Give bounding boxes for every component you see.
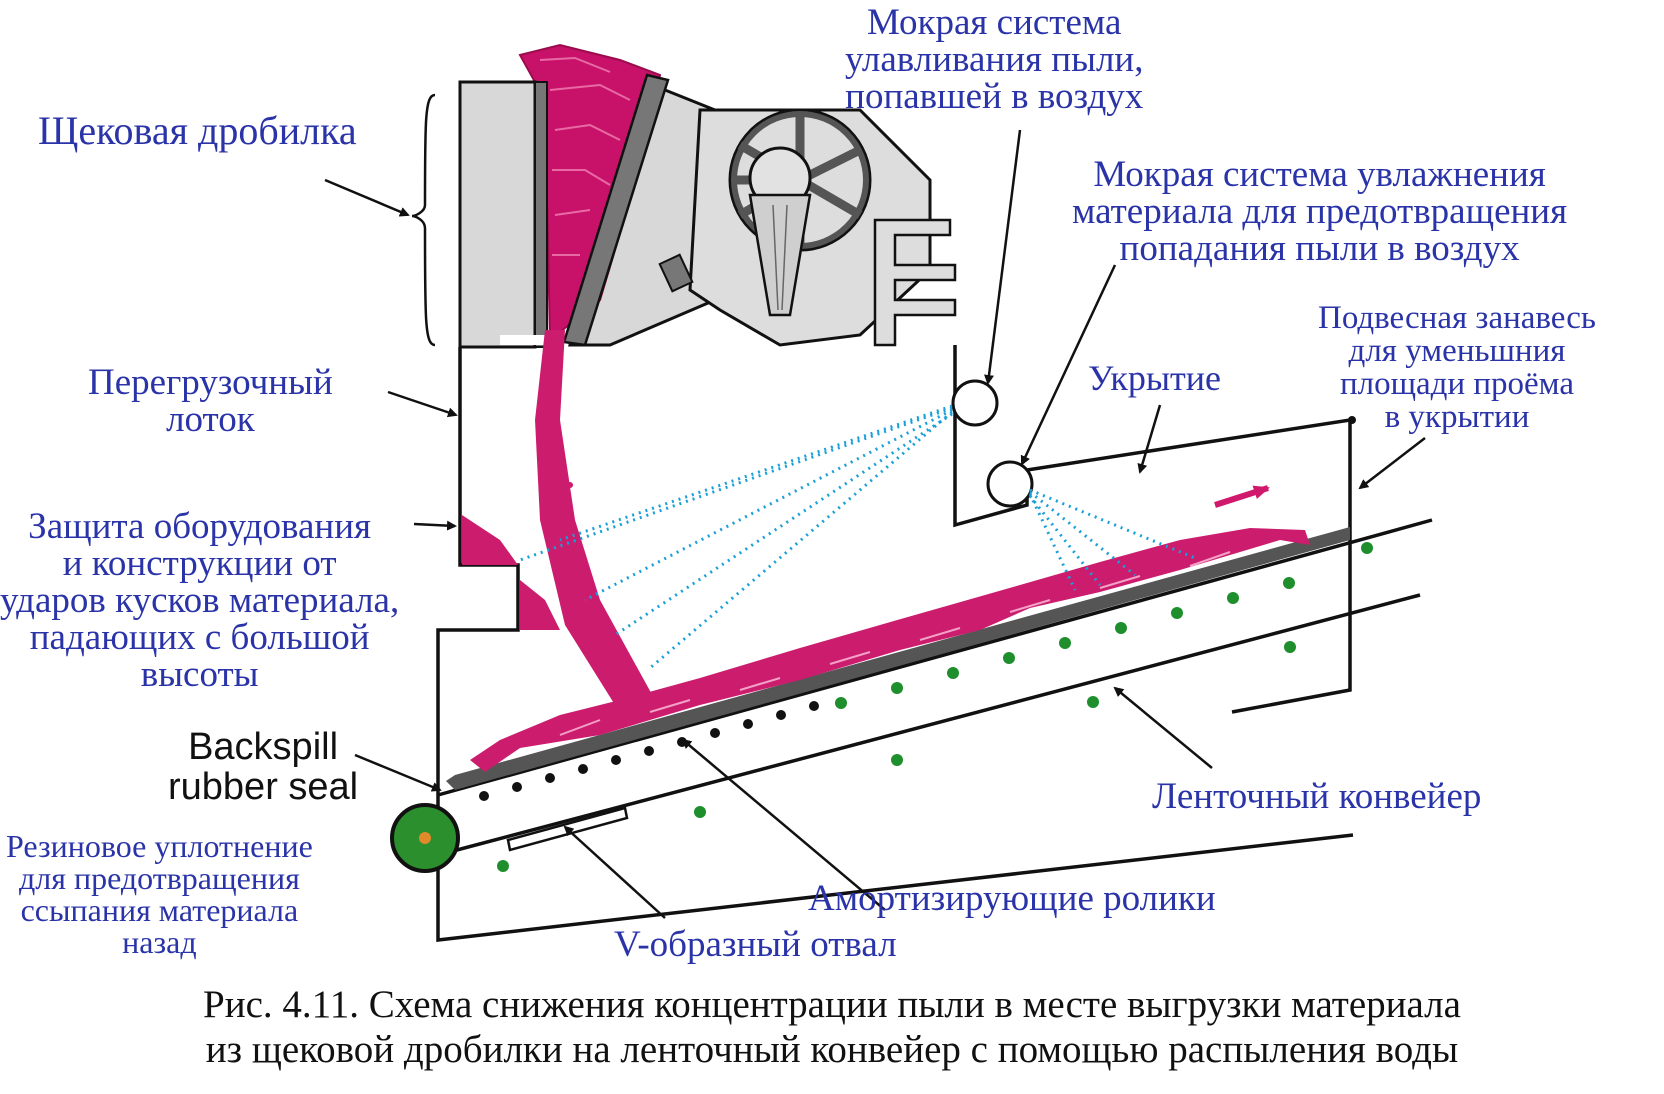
label-wet-humidification: Мокрая система увлажнения материала для …: [1072, 154, 1568, 269]
belt-conveyor: [390, 518, 1433, 873]
water-spray: [519, 404, 1196, 670]
label-jaw-crusher: Щековая дробилка: [38, 108, 357, 153]
label-wet-dust-capture: Мокрая система улавливания пыли, попавше…: [845, 2, 1144, 117]
leader-lines: [324, 93, 1426, 919]
falling-material: [462, 330, 655, 705]
label-impact-rollers: Амортизирующие ролики: [808, 878, 1216, 919]
label-impact-protection: Защита оборудования и конструкции от уда…: [0, 506, 400, 695]
spray-nozzles: [951, 379, 1034, 508]
material-on-belt: [470, 485, 1310, 772]
carry-idlers: [497, 542, 1373, 872]
label-cover: Укрытие: [1088, 358, 1221, 398]
label-backspill-seal-ru: Резиновое уплотнение для предотвращения …: [6, 828, 313, 960]
figure-caption: Рис. 4.11. Схема снижения концентрации п…: [203, 983, 1461, 1072]
label-backspill-seal-en: Backspill rubber seal: [168, 726, 359, 808]
label-hanging-curtain: Подвесная занавесь для уменьшния площади…: [1318, 300, 1596, 435]
label-transfer-chute: Перегрузочный лоток: [88, 362, 333, 440]
label-v-plow: V-образный отвал: [614, 924, 897, 965]
jaw-crusher: [458, 43, 957, 349]
label-belt-conveyor: Ленточный конвейер: [1152, 776, 1482, 817]
